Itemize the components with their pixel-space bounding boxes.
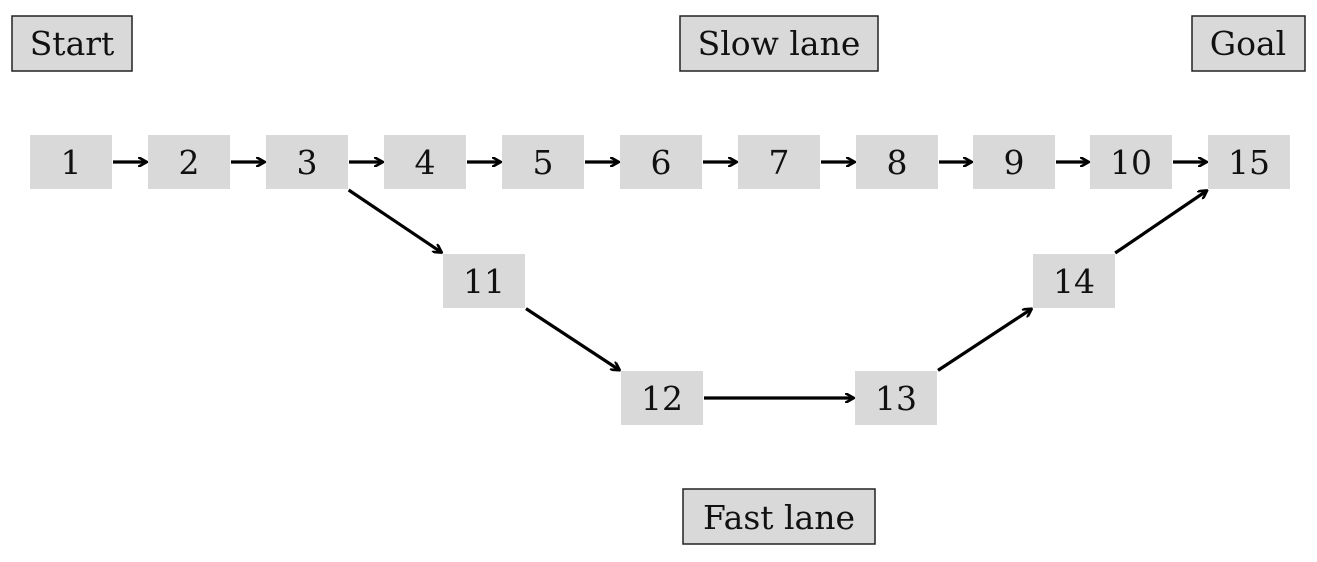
node-box [30,135,112,189]
node-box [856,135,938,189]
goal-label-text: Goal [1210,24,1286,63]
fast-lane-label-text: Fast lane [703,498,855,537]
node-9: 9 [973,135,1055,189]
node-13: 13 [855,371,937,425]
node-14: 14 [1033,254,1115,308]
node-box [738,135,820,189]
node-box [266,135,348,189]
edge-14-to-15 [1114,191,1206,255]
node-label: 9 [1004,143,1025,182]
node-label: 3 [297,143,318,182]
node-label: 15 [1228,143,1270,182]
node-6: 6 [620,135,702,189]
node-label: 2 [179,143,200,182]
edges [113,162,1206,398]
node-1: 1 [30,135,112,189]
node-box [1090,135,1172,189]
node-label: 4 [415,143,436,182]
node-box [973,135,1055,189]
node-box [1208,135,1290,189]
node-box [443,254,525,308]
node-label: 7 [769,143,790,182]
node-box [855,371,937,425]
node-label: 8 [887,143,908,182]
node-label: 10 [1110,143,1152,182]
edge-11-to-12 [525,307,619,370]
node-label: 6 [651,143,672,182]
node-12: 12 [621,371,703,425]
node-label: 11 [463,262,505,301]
node-box [620,135,702,189]
node-label: 5 [533,143,554,182]
node-4: 4 [384,135,466,189]
start-label-text: Start [30,24,115,63]
goal-label: Goal [1191,15,1306,72]
node-2: 2 [148,135,230,189]
edge-3-to-11 [347,188,441,252]
node-3: 3 [266,135,348,189]
slow-lane-label: Slow lane [679,15,879,72]
node-8: 8 [856,135,938,189]
node-box [148,135,230,189]
node-11: 11 [443,254,525,308]
node-10: 10 [1090,135,1172,189]
node-box [384,135,466,189]
fast-lane-label: Fast lane [682,488,876,545]
start-label: Start [11,15,133,72]
node-5: 5 [502,135,584,189]
node-box [621,371,703,425]
node-box [502,135,584,189]
slow-lane-label-text: Slow lane [698,24,861,63]
node-label: 12 [641,379,683,418]
node-label: 1 [61,143,82,182]
edge-13-to-14 [937,309,1031,372]
node-label: 13 [875,379,917,418]
node-7: 7 [738,135,820,189]
node-label: 14 [1053,262,1095,301]
node-15: 15 [1208,135,1290,189]
node-box [1033,254,1115,308]
